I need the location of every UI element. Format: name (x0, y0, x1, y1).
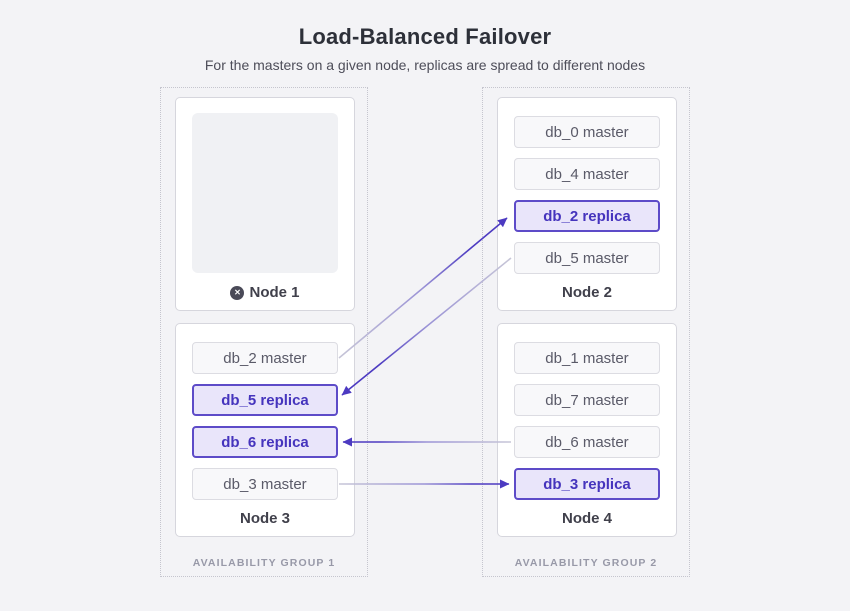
availability-group-1: ✕ Node 1 db_2 master db_5 replica db_6 r… (160, 87, 368, 577)
db-item-db_6-master: db_6 master (514, 426, 660, 458)
failed-node-placeholder (192, 113, 338, 273)
db-item-db_5-replica: db_5 replica (192, 384, 338, 416)
db-item-db_3-replica: db_3 replica (514, 468, 660, 500)
node-2-label: Node 2 (498, 284, 676, 301)
node-4-label: Node 4 (498, 510, 676, 527)
page-title: Load-Balanced Failover (298, 24, 552, 49)
availability-group-2: db_0 master db_4 master db_2 replica db_… (482, 87, 690, 577)
node-name: Node 3 (239, 510, 290, 527)
node-1-label: ✕ Node 1 (176, 284, 354, 301)
db-item-list: db_2 master db_5 replica db_6 replica db… (192, 342, 338, 500)
node-3-label: Node 3 (176, 510, 354, 527)
db-item-db_3-master: db_3 master (192, 468, 338, 500)
db-item-list: db_0 master db_4 master db_2 replica db_… (514, 116, 660, 274)
availability-group-2-caption: AVAILABILITY GROUP 2 (514, 557, 658, 569)
node-name: Node 4 (561, 510, 612, 527)
node-name: Node 1 (249, 284, 300, 301)
node-card-node-2: db_0 master db_4 master db_2 replica db_… (497, 97, 677, 311)
db-item-db_1-master: db_1 master (514, 342, 660, 374)
node-card-node-3: db_2 master db_5 replica db_6 replica db… (175, 323, 355, 537)
node-card-node-4: db_1 master db_7 master db_6 master db_3… (497, 323, 677, 537)
node-name: Node 2 (561, 284, 612, 301)
db-item-list: db_1 master db_7 master db_6 master db_3… (514, 342, 660, 500)
db-item-db_5-master: db_5 master (514, 242, 660, 274)
db-item-db_0-master: db_0 master (514, 116, 660, 148)
db-item-db_2-replica: db_2 replica (514, 200, 660, 232)
db-item-db_4-master: db_4 master (514, 158, 660, 190)
db-item-db_2-master: db_2 master (192, 342, 338, 374)
db-item-db_6-replica: db_6 replica (192, 426, 338, 458)
db-item-db_7-master: db_7 master (514, 384, 660, 416)
page-subtitle: For the masters on a given node, replica… (204, 57, 646, 73)
failed-x-icon: ✕ (230, 285, 245, 300)
node-card-node-1: ✕ Node 1 (175, 97, 355, 311)
diagram-header: Load-Balanced Failover For the masters o… (0, 24, 850, 73)
availability-group-1-caption: AVAILABILITY GROUP 1 (192, 557, 336, 569)
